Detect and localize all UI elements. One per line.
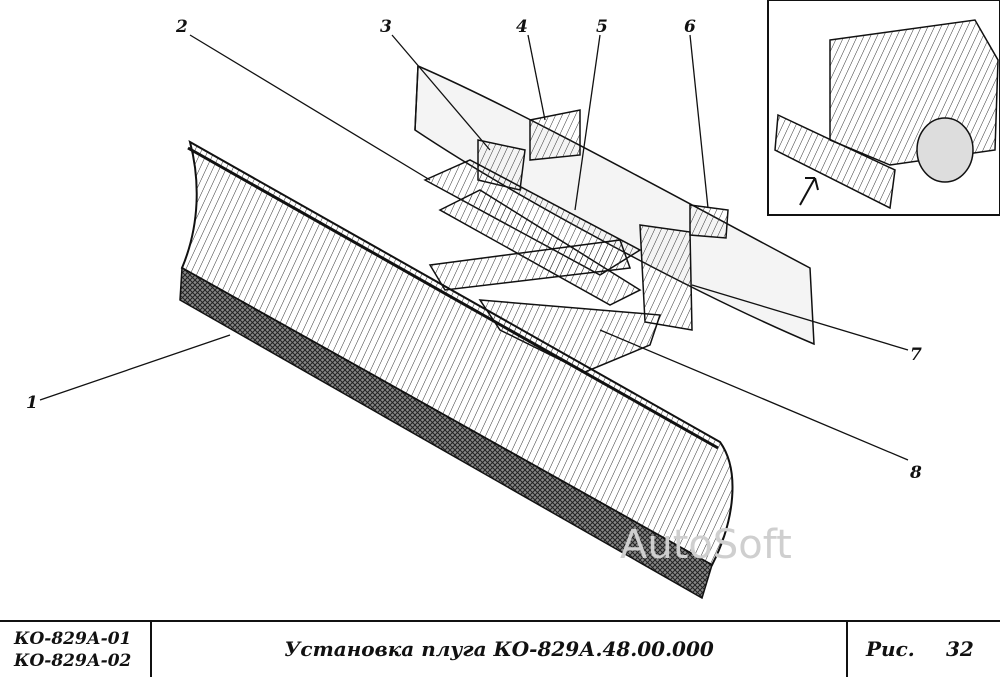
truck-inset <box>767 0 1000 216</box>
callout-7: 7 <box>910 345 922 365</box>
model-numbers: КО-829А-01 КО-829А-02 <box>0 622 152 677</box>
callout-2: 2 <box>175 17 188 37</box>
model-2: КО-829А-02 <box>14 651 132 671</box>
model-1: КО-829А-01 <box>14 629 132 649</box>
callout-8: 8 <box>909 463 922 483</box>
mounting-frame <box>423 109 729 373</box>
leader-lines <box>39 34 909 461</box>
watermark: AutoSoft <box>620 522 792 568</box>
callout-4: 4 <box>516 17 528 37</box>
figure-number: Рис. 32 <box>848 622 1000 677</box>
figure-label: Рис. <box>866 637 915 661</box>
callout-3: 3 <box>380 17 392 37</box>
drawing-title: Установка плуга КО-829А.48.00.000 <box>152 622 848 677</box>
plow-diagram: 1 2 3 4 5 6 7 8 AutoSoft <box>26 0 1000 600</box>
callout-labels: 1 2 3 4 5 6 7 8 <box>26 17 922 483</box>
callout-5: 5 <box>596 17 608 37</box>
callout-6: 6 <box>684 17 696 37</box>
figure-value: 32 <box>946 637 974 661</box>
plow-blade <box>179 139 734 600</box>
callout-1: 1 <box>26 393 38 413</box>
title-block: КО-829А-01 КО-829А-02 Установка плуга КО… <box>0 620 1000 677</box>
